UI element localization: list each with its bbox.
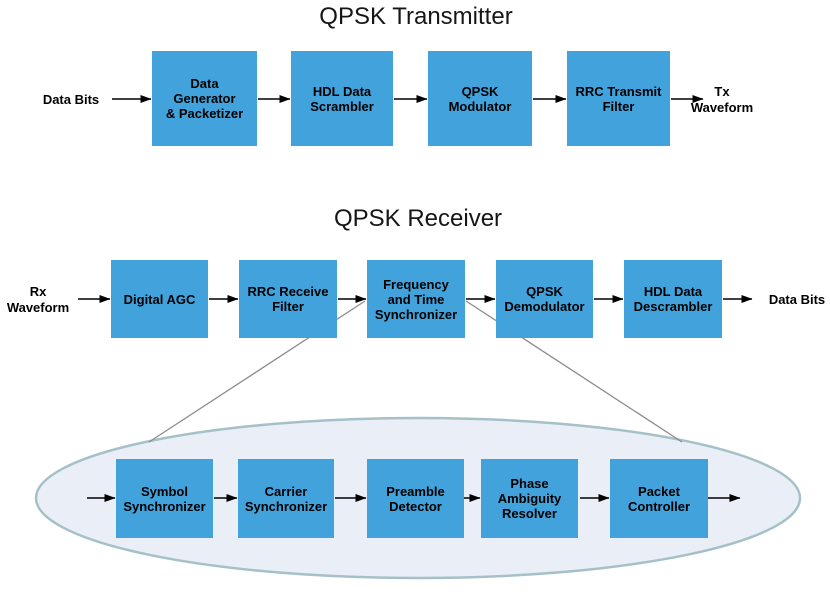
- receiver-output-label: Data Bits: [768, 292, 826, 307]
- transmitter-block-hdl-data-scrambler: HDL Data Scrambler: [291, 51, 393, 146]
- detail-block-carrier-synchronizer: Carrier Synchronizer: [238, 459, 334, 538]
- receiver-input-label: Rx Waveform: [6, 284, 70, 315]
- detail-block-preamble-detector: Preamble Detector: [367, 459, 464, 538]
- detail-block-phase-ambiguity-resolver: Phase Ambiguity Resolver: [481, 459, 578, 538]
- receiver-title: QPSK Receiver: [333, 205, 503, 232]
- receiver-block-digital-agc: Digital AGC: [111, 260, 208, 338]
- detail-block-symbol-synchronizer: Symbol Synchronizer: [116, 459, 213, 538]
- transmitter-block-rrc-transmit-filter: RRC Transmit Filter: [567, 51, 670, 146]
- receiver-block-hdl-data-descrambler: HDL Data Descrambler: [624, 260, 722, 338]
- detail-block-packet-controller: Packet Controller: [610, 459, 708, 538]
- receiver-block-frequency-time-synchronizer: Frequency and Time Synchronizer: [367, 260, 465, 338]
- receiver-block-qpsk-demodulator: QPSK Demodulator: [496, 260, 593, 338]
- transmitter-input-label: Data Bits: [42, 92, 100, 107]
- transmitter-title: QPSK Transmitter: [319, 3, 513, 30]
- receiver-block-rrc-receive-filter: RRC Receive Filter: [239, 260, 337, 338]
- transmitter-output-label: Tx Waveform: [690, 84, 754, 115]
- transmitter-block-qpsk-modulator: QPSK Modulator: [428, 51, 532, 146]
- transmitter-block-data-generator-packetizer: Data Generator & Packetizer: [152, 51, 257, 146]
